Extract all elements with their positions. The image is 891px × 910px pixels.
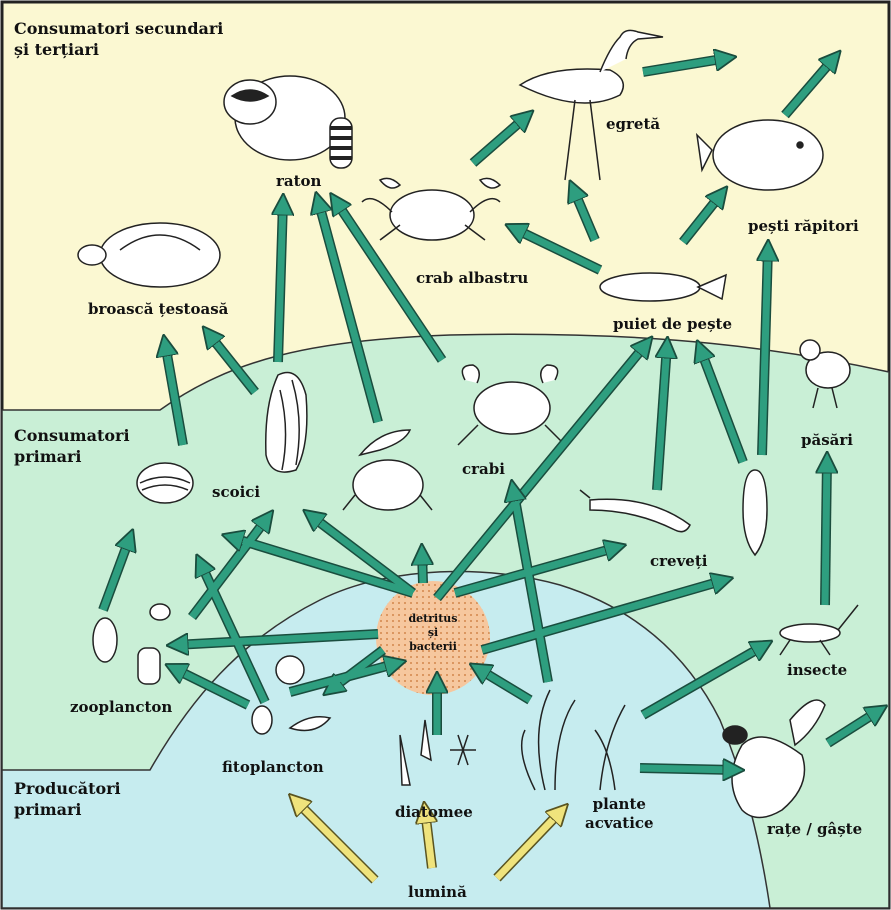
label-raton: raton <box>276 172 321 191</box>
label-egreta: egretă <box>606 115 660 134</box>
label-creveti: creveți <box>650 552 707 571</box>
label-scoici: scoici <box>212 483 260 502</box>
label-plante-acvatice: plante acvatice <box>585 795 654 833</box>
label-zooplancton: zooplancton <box>70 698 172 717</box>
label-pasari: păsări <box>801 431 853 450</box>
label-puiet-de-peste: puiet de pește <box>613 315 732 334</box>
clam-drawing <box>137 463 193 503</box>
zone-label-primary-producers: Producători primari <box>14 778 121 820</box>
label-fitoplancton: fitoplancton <box>222 758 324 777</box>
label-detritus-bacterii: detritus și bacterii <box>398 612 468 654</box>
label-broasca-testoasa: broască țestoasă <box>88 300 228 319</box>
label-lumina: lumină <box>408 883 467 902</box>
zone-label-primary-consumers: Consumatori primari <box>14 425 130 467</box>
label-crabi: crabi <box>462 460 505 479</box>
label-pesti-rapitori: pești răpitori <box>748 217 859 236</box>
label-diatomee: diatomee <box>395 803 473 822</box>
zone-label-secondary-tertiary: Consumatori secundari și terțiari <box>14 18 223 60</box>
label-insecte: insecte <box>787 661 847 680</box>
label-rate-gaste: rațe / gâște <box>767 820 862 839</box>
label-crab-albastru: crab albastru <box>416 269 528 288</box>
